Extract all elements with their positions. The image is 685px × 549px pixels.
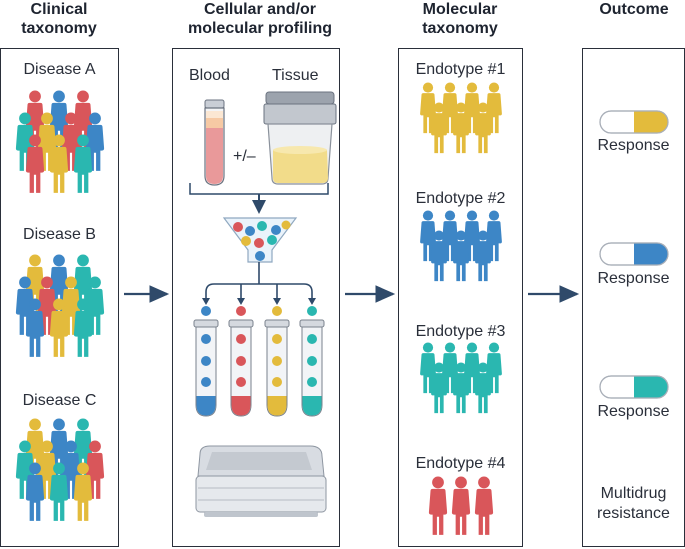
header-clinical-taxonomy: Clinical taxonomy <box>0 0 118 38</box>
tissue-jar-icon <box>263 91 337 185</box>
branch-arrow-red <box>237 298 245 305</box>
sorted-tube-red <box>228 319 254 417</box>
header-molecular-line1: Molecular <box>422 1 498 18</box>
person-icon <box>474 476 494 535</box>
header-clinical-line2: taxonomy <box>21 20 97 37</box>
header-profiling-line1: Cellular and/or <box>203 1 317 18</box>
person-icon <box>451 476 471 535</box>
header-profiling-line2: molecular profiling <box>187 20 332 37</box>
outcome-response-3: Response <box>597 403 670 420</box>
sorting-branches <box>205 262 313 300</box>
sequencer-machine-icon <box>195 445 327 517</box>
capsule-icon-yellow <box>599 110 669 134</box>
header-molecular-taxonomy: Molecular taxonomy <box>398 0 522 38</box>
capsule-icon-blue <box>599 242 669 266</box>
header-profiling: Cellular and/or molecular profiling <box>170 0 350 38</box>
disease-b-label: Disease B <box>23 226 96 243</box>
outcome-response-1: Response <box>597 137 670 154</box>
cell-sorter-funnel-icon <box>222 217 298 263</box>
sorted-tube-blue <box>193 319 219 417</box>
blood-label: Blood <box>189 67 230 84</box>
tissue-label: Tissue <box>272 67 319 84</box>
header-clinical-line1: Clinical <box>30 1 88 18</box>
outcome-panel <box>582 48 685 547</box>
endotype-2-label: Endotype #2 <box>415 190 506 207</box>
branch-arrow-blue <box>202 298 210 305</box>
outcome-response-2: Response <box>597 270 670 287</box>
outcome-resistance: resistance <box>597 505 670 522</box>
outcome-multidrug: Multidrug <box>600 485 667 502</box>
plus-minus-label: +/– <box>233 148 256 165</box>
sorted-tube-yellow <box>264 319 290 417</box>
person-icon <box>428 476 448 535</box>
blood-tube-icon <box>204 99 225 186</box>
branch-arrow-yellow <box>273 298 281 305</box>
sorted-cell-blue <box>201 306 211 316</box>
capsule-icon-teal <box>599 375 669 399</box>
endotype-3-label: Endotype #3 <box>415 323 506 340</box>
sorted-cell-red <box>236 306 246 316</box>
disease-c-label: Disease C <box>22 392 97 409</box>
header-outcome-line1: Outcome <box>599 1 669 18</box>
sorted-cell-yellow <box>272 306 282 316</box>
sorted-cell-teal <box>307 306 317 316</box>
header-outcome: Outcome <box>582 0 685 19</box>
endotype-1-label: Endotype #1 <box>415 61 506 78</box>
header-molecular-line2: taxonomy <box>422 20 498 37</box>
endotype-4-label: Endotype #4 <box>415 455 506 472</box>
sorted-tube-teal <box>299 319 325 417</box>
branch-arrow-teal <box>308 298 316 305</box>
disease-a-label: Disease A <box>23 61 96 78</box>
